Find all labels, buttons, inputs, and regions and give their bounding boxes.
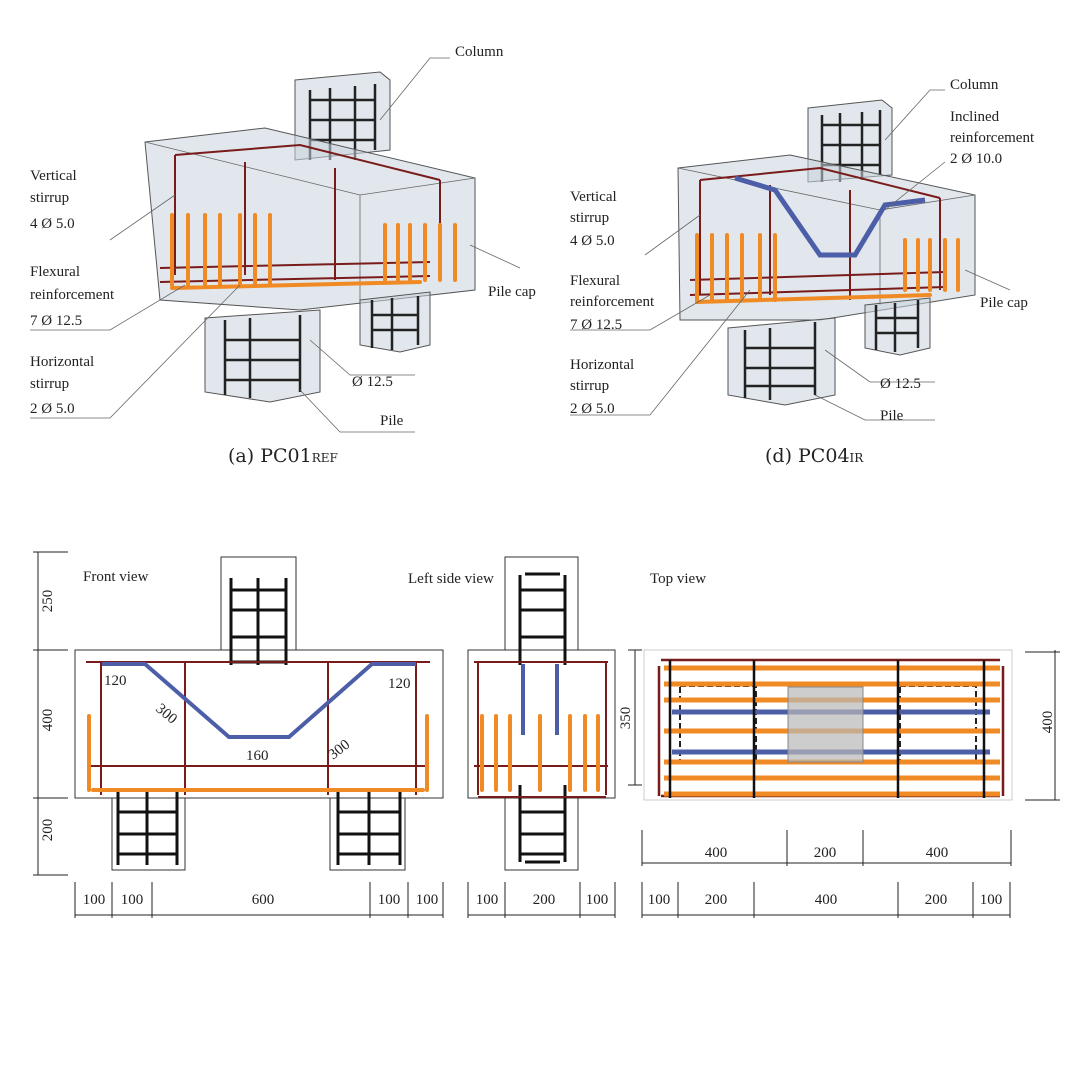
top-right-dimension: 400 (1025, 650, 1060, 801)
label-flexural-d-2: reinforcement (570, 294, 655, 310)
label-horizontal-stirrup-d-3: 2 Ø 5.0 (570, 401, 615, 417)
dim-text: 200 (705, 892, 728, 908)
top-dims-row1: 400 200 400 (641, 830, 1012, 866)
dim-column-height: 250 (40, 590, 56, 613)
leaders-d (570, 89, 1011, 421)
label-column-d: Column (950, 77, 999, 93)
side-view-title: Left side view (408, 571, 494, 587)
label-flexural-a-2: reinforcement (30, 287, 115, 303)
label-pile-bar-a: Ø 12.5 (352, 374, 393, 390)
panel-a-3d-model: Column Vertical stirrup 4 Ø 5.0 Flexural… (30, 44, 536, 467)
label-column-a: Column (455, 44, 504, 60)
piles-a (204, 291, 431, 403)
label-vertical-stirrup-d-1: Vertical (570, 189, 617, 205)
panel-d-3d-model: Column Inclined reinforcement 2 Ø 10.0 V… (570, 77, 1035, 467)
front-view: Front view 120 300 160 300 120 250 400 2… (33, 551, 444, 918)
dim-text: 200 (533, 892, 556, 908)
rebars-a (159, 143, 457, 290)
side-horizontal-dimension: 100 200 100 (467, 882, 616, 918)
left-side-view: Left side view 100 200 100 (408, 556, 616, 918)
top-view-title: Top view (650, 571, 706, 587)
label-horizontal-stirrup-d-1: Horizontal (570, 357, 634, 373)
label-vertical-stirrup-d-3: 4 Ø 5.0 (570, 233, 615, 249)
dim-cap-height: 400 (40, 709, 56, 732)
label-horizontal-stirrup-a-2: stirrup (30, 376, 69, 392)
dim-text: 100 (980, 892, 1003, 908)
label-inclined-d-3: 2 Ø 10.0 (950, 151, 1002, 167)
dim-pile-height: 200 (40, 819, 56, 842)
bar-dim-right-flat: 120 (388, 676, 411, 692)
dim-text: 100 (416, 892, 439, 908)
label-flexural-a-3: 7 Ø 12.5 (30, 313, 82, 329)
label-flexural-d-3: 7 Ø 12.5 (570, 317, 622, 333)
label-vertical-stirrup-a-1: Vertical (30, 168, 77, 184)
label-inclined-d-2: reinforcement (950, 130, 1035, 146)
label-pile-bar-d: Ø 12.5 (880, 376, 921, 392)
dim-text: 100 (121, 892, 144, 908)
label-horizontal-stirrup-d-2: stirrup (570, 378, 609, 394)
label-pile-a: Pile (380, 413, 404, 429)
label-horizontal-stirrup-a-3: 2 Ø 5.0 (30, 401, 75, 417)
label-flexural-d-1: Flexural (570, 273, 620, 289)
dim-text: 100 (648, 892, 671, 908)
dim-text: 400 (926, 845, 949, 861)
bar-dim-bottom: 160 (246, 748, 269, 764)
dim-text: 100 (476, 892, 499, 908)
dim-text: 200 (814, 845, 837, 861)
dim-text: 100 (83, 892, 106, 908)
front-cap-outline (74, 649, 444, 799)
leaders-a (30, 57, 521, 433)
front-horizontal-dimension: 100 100 600 100 100 (74, 882, 444, 918)
caption-d: (d) PC04IR (765, 445, 864, 467)
dim-text: 100 (586, 892, 609, 908)
label-vertical-stirrup-a-2: stirrup (30, 190, 69, 206)
dim-text: 400 (815, 892, 838, 908)
caption-a: (a) PC01REF (228, 445, 338, 467)
label-pile-cap-d: Pile cap (980, 295, 1028, 311)
label-horizontal-stirrup-a-1: Horizontal (30, 354, 94, 370)
label-inclined-d-1: Inclined (950, 109, 1000, 125)
front-vertical-dimension: 250 400 200 (33, 551, 68, 876)
dim-top-right: 400 (1040, 711, 1056, 734)
dim-text: 100 (378, 892, 401, 908)
bar-dim-left-flat: 120 (104, 673, 127, 689)
label-flexural-a-1: Flexural (30, 264, 80, 280)
dim-text: 600 (252, 892, 275, 908)
dim-text: 400 (705, 845, 728, 861)
label-vertical-stirrup-a-3: 4 Ø 5.0 (30, 216, 75, 232)
label-vertical-stirrup-d-2: stirrup (570, 210, 609, 226)
label-pile-d: Pile (880, 408, 904, 424)
top-left-dimension: 350 (618, 649, 642, 786)
top-column-footprint (787, 686, 864, 763)
front-view-title: Front view (83, 569, 149, 585)
piles-d (727, 297, 931, 406)
dim-top-left: 350 (618, 707, 634, 730)
pile-cap-a (144, 127, 476, 311)
top-dims-row2: 100 200 400 200 100 (641, 882, 1011, 918)
top-view: Top view 350 400 400 200 400 100 200 400 (618, 571, 1060, 918)
label-pile-cap-a: Pile cap (488, 284, 536, 300)
dim-text: 200 (925, 892, 948, 908)
